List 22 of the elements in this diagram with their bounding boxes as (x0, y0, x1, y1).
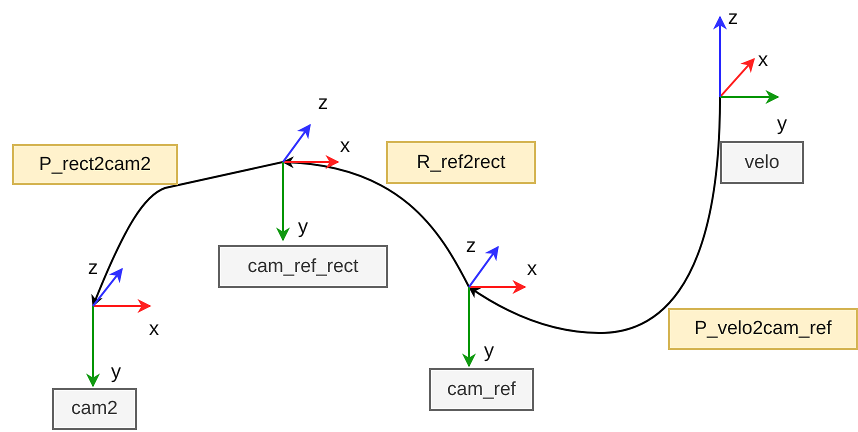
frame-name-box: cam_ref (429, 368, 534, 411)
curved-arrow (91, 161, 284, 308)
frame-name-box: cam2 (52, 388, 137, 430)
axis-label: z (728, 8, 738, 28)
axis-label: z (88, 258, 98, 278)
axis-label: x (340, 136, 350, 156)
axis-label: y (484, 341, 494, 361)
axis-label: x (758, 50, 768, 70)
axis-label: z (318, 93, 328, 113)
curved-arrow (468, 96, 721, 334)
axis-label: z (466, 236, 476, 256)
axis-label: x (527, 259, 537, 279)
axis-label: y (777, 114, 787, 134)
frame-name-box: velo (720, 141, 804, 184)
curved-arrow (282, 156, 470, 288)
axis-label: x (149, 319, 159, 339)
frame-name-box: cam_ref_rect (218, 245, 388, 288)
axis-label: y (111, 362, 121, 382)
transform-name-box: R_ref2rect (386, 141, 536, 184)
axis-label: y (298, 217, 308, 237)
transform-name-box: P_velo2cam_ref (668, 308, 858, 350)
transform-name-box: P_rect2cam2 (12, 144, 178, 185)
